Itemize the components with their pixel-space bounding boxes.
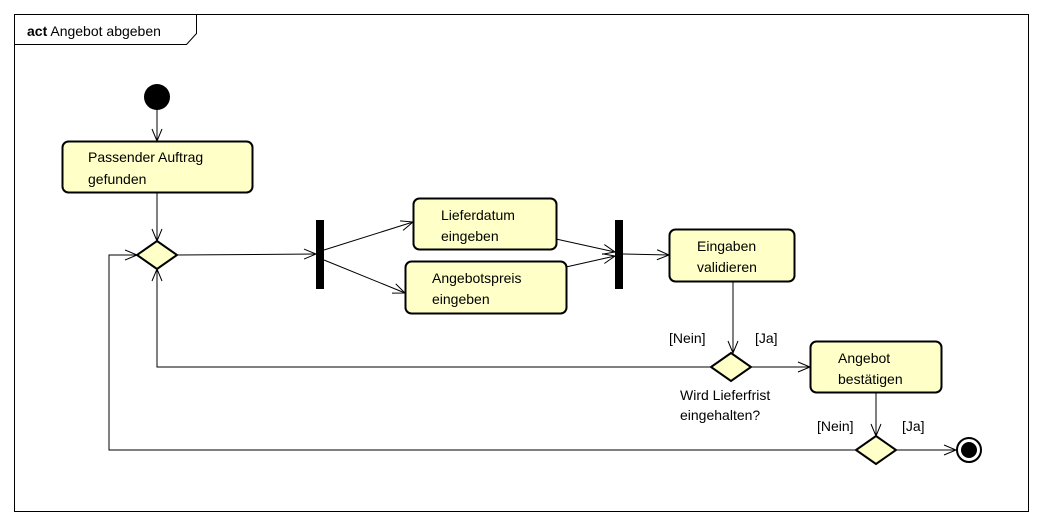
decision-question-line-1: Wird Lieferfrist <box>680 387 770 403</box>
action-angebot-bestaetigen-label-2: bestätigen <box>838 371 903 387</box>
action-eingaben-validieren-label-1: Eingaben <box>697 238 756 254</box>
final-node-inner <box>961 442 977 458</box>
guard-nein-1: [Nein] <box>669 330 706 346</box>
action-passender-auftrag-label-2: gefunden <box>88 171 146 187</box>
action-lieferdatum-label-2: eingeben <box>441 228 499 244</box>
action-passender-auftrag-label-1: Passender Auftrag <box>88 149 203 165</box>
frame-title: act Angebot abgeben <box>27 23 161 39</box>
guard-nein-2: [Nein] <box>817 418 854 434</box>
flow-lieferdatum-to-join <box>555 238 615 252</box>
action-angebotspreis-label-1: Angebotspreis <box>432 270 522 286</box>
frame-keyword: act <box>27 23 48 39</box>
join-bar <box>615 220 623 289</box>
frame-tab <box>14 14 197 45</box>
guard-ja-1: [Ja] <box>755 330 778 346</box>
flow-merge-to-fork <box>176 254 316 255</box>
decision-final <box>854 434 898 466</box>
flow-decision-nein-back-to-merge <box>157 269 711 368</box>
flow-angebotspreis-to-join <box>565 256 615 268</box>
activity-frame <box>14 14 1029 512</box>
decision-question-line-2: eingehalten? <box>680 407 760 423</box>
flow-fork-to-angebotspreis <box>323 259 405 293</box>
fork-bar <box>316 220 324 289</box>
flow-join-to-validieren <box>622 254 669 255</box>
action-eingaben-validieren-label-2: validieren <box>697 259 757 275</box>
action-angebot-bestaetigen-label-1: Angebot <box>838 350 890 366</box>
flow-fork-to-lieferdatum <box>323 222 413 251</box>
flow-final-nein-back-to-merge <box>108 255 856 451</box>
merge-node <box>135 239 179 271</box>
decision-lieferfrist <box>709 351 753 383</box>
action-lieferdatum-label-1: Lieferdatum <box>441 207 515 223</box>
guard-ja-2: [Ja] <box>902 418 925 434</box>
initial-node <box>144 84 170 110</box>
frame-name: Angebot abgeben <box>50 23 161 39</box>
action-angebotspreis-label-2: eingeben <box>432 291 490 307</box>
